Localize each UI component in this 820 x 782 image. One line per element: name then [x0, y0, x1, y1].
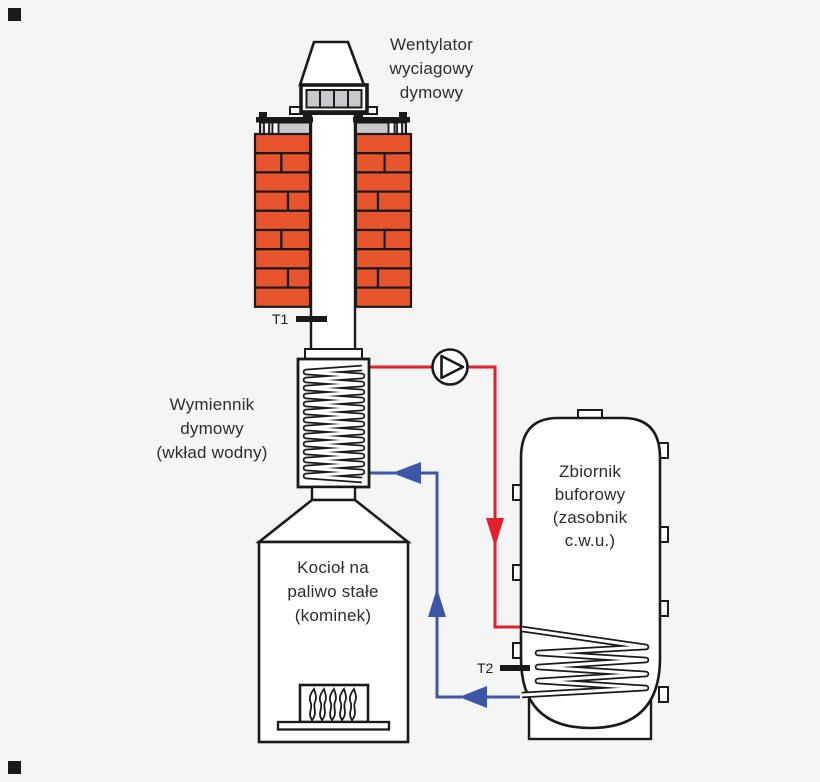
- boiler-label: Kocioł na paliwo stałe (kominek): [287, 558, 379, 625]
- corner-mark: [8, 761, 21, 774]
- chimney-bricks: [253, 132, 413, 308]
- t2-sensor-label: T2: [477, 660, 494, 676]
- chimney-cap-left: [256, 112, 313, 136]
- exhaust-fan-icon: [289, 40, 378, 115]
- flow-arrow-left-icon: [392, 462, 421, 484]
- flame-icon: [308, 688, 317, 721]
- fan-label: Wentylator wyciagowy dymowy: [389, 35, 474, 102]
- circulation-pump-icon: [431, 348, 469, 386]
- t2-sensor-mark: [500, 665, 530, 671]
- flame-icon: [338, 688, 347, 721]
- tank-coil: [521, 625, 650, 699]
- flame-icon: [328, 688, 337, 721]
- flame-icon: [318, 688, 327, 721]
- smoke-heat-exchanger: [296, 348, 371, 489]
- flow-arrow-left-icon: [459, 686, 487, 708]
- flow-arrow-down-icon: [486, 518, 504, 547]
- firebox: [276, 683, 391, 731]
- heat-exchanger-label: Wymiennik dymowy (wkład wodny): [156, 395, 268, 462]
- t1-sensor-mark: [296, 316, 327, 322]
- tank-nozzle: [658, 686, 669, 703]
- chimney-cap-right: [353, 112, 410, 136]
- buffer-tank-label: Zbiornik buforowy (zasobnik c.w.u.): [552, 462, 628, 550]
- corner-mark: [8, 8, 21, 21]
- t1-sensor-label: T1: [272, 311, 289, 327]
- solid-fuel-boiler: [255, 485, 412, 744]
- buffer-tank: [512, 409, 669, 741]
- flame-icon: [348, 688, 357, 721]
- flow-arrow-up-icon: [428, 588, 446, 617]
